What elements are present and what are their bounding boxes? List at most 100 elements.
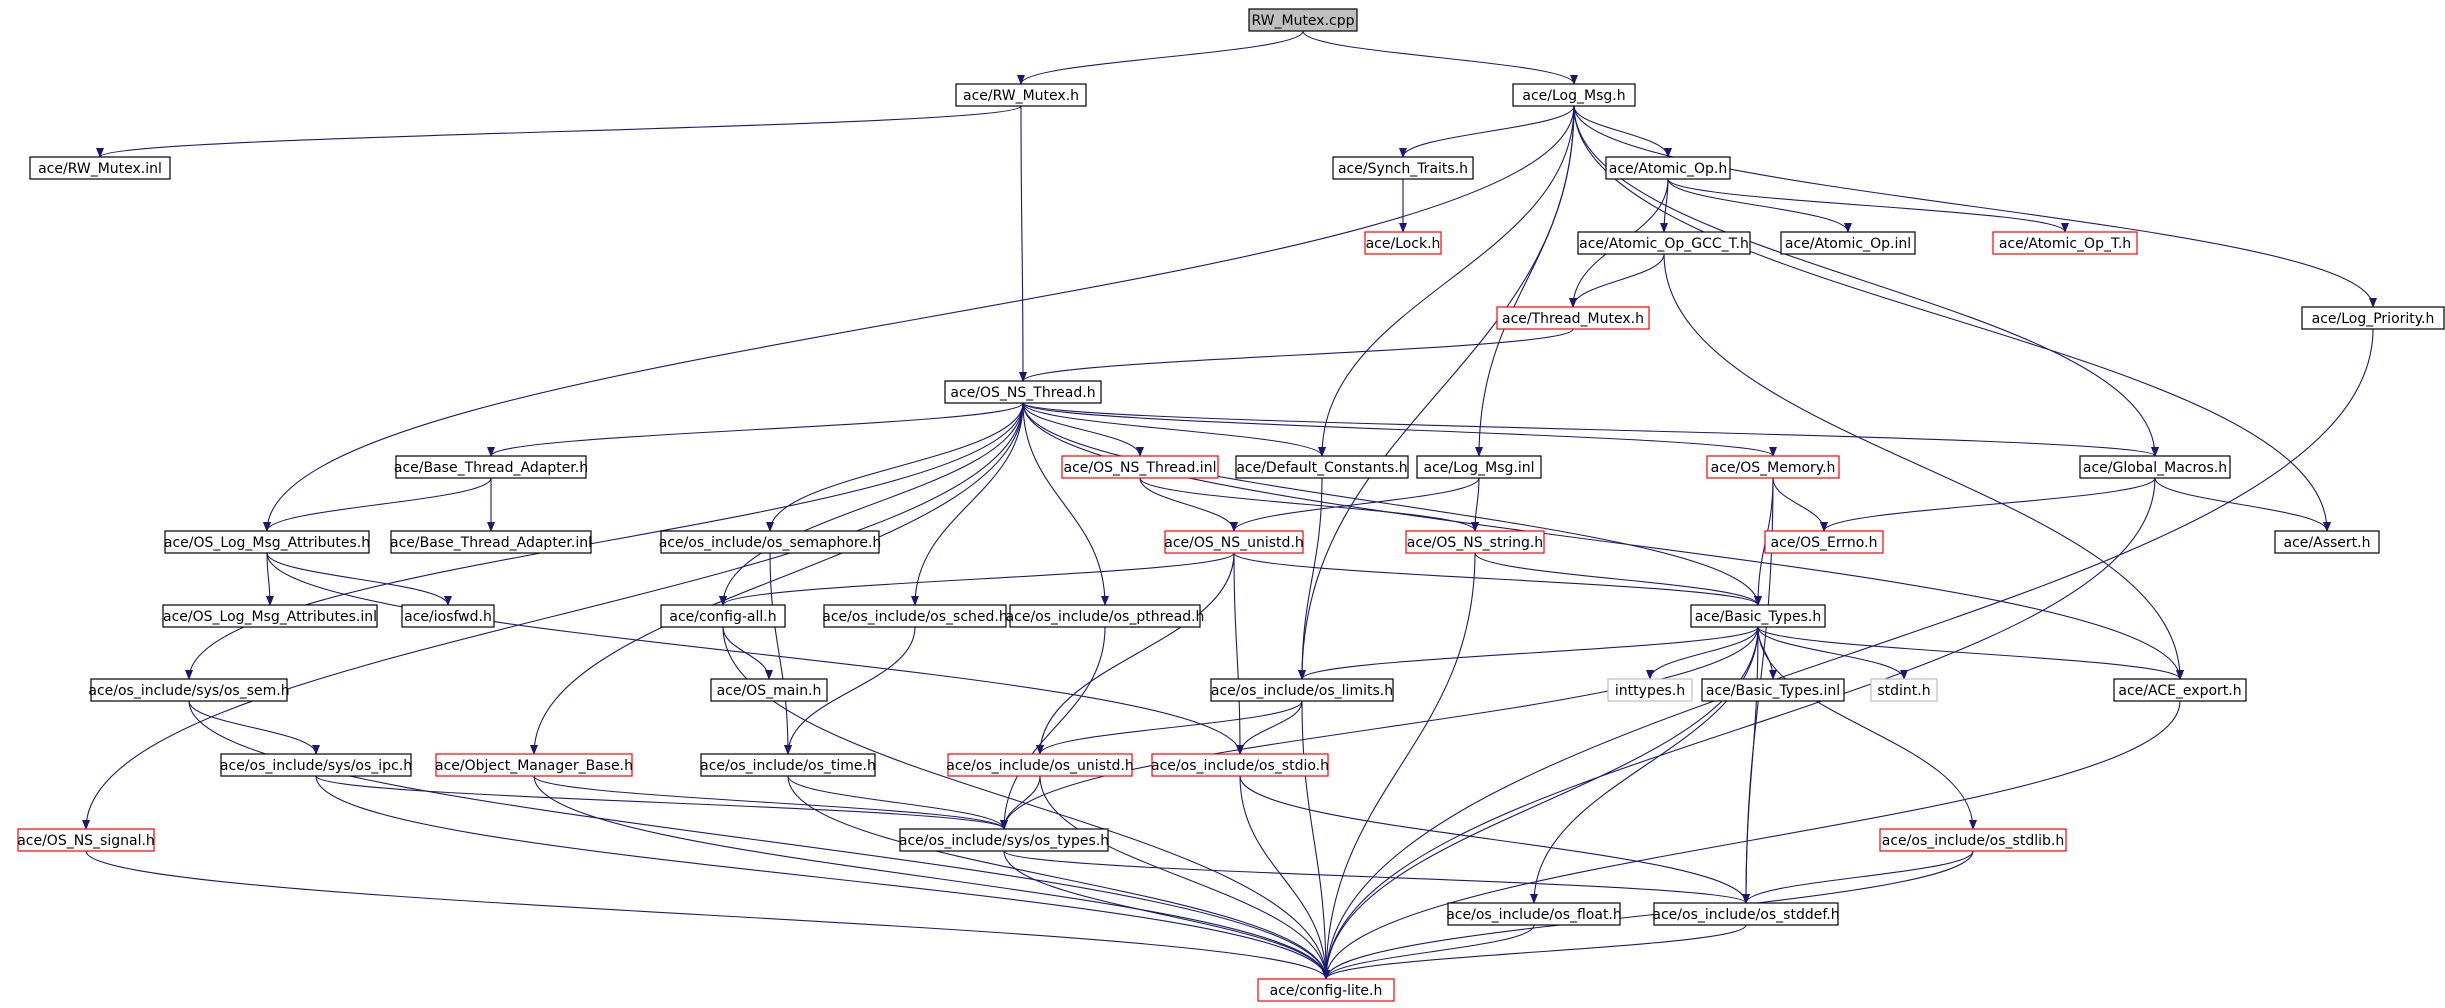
node-os-ns-unistd[interactable]: ace/OS_NS_unistd.h [1164,530,1304,554]
node-thread-mutex[interactable]: ace/Thread_Mutex.h [1496,306,1650,330]
node-box[interactable] [1257,978,1395,1002]
node-box[interactable] [2274,530,2380,554]
node-box[interactable] [1061,455,1219,479]
node-os-semaphore[interactable]: ace/os_include/os_semaphore.h [659,530,882,554]
node-box[interactable] [2113,678,2247,702]
node-box[interactable] [944,380,1102,404]
node-box[interactable] [401,604,495,628]
node-os-ipc[interactable]: ace/os_include/sys/os_ipc.h [220,753,412,777]
node-box[interactable] [1332,156,1474,180]
node-os-ns-thread-inl[interactable]: ace/OS_NS_Thread.inl [1061,455,1219,479]
node-os-memory[interactable]: ace/OS_Memory.h [1706,455,1840,479]
node-os-stdio[interactable]: ace/os_include/os_stdio.h [1151,753,1329,777]
node-os-unistd[interactable]: ace/os_include/os_unistd.h [946,753,1134,777]
node-box[interactable] [1364,231,1442,255]
node-rwmutex-inl[interactable]: ace/RW_Mutex.inl [29,156,171,180]
node-box[interactable] [17,828,155,852]
node-box[interactable] [1577,231,1751,255]
node-box[interactable] [2301,306,2445,330]
node-box[interactable] [660,530,880,554]
node-assert-h[interactable]: ace/Assert.h [2274,530,2380,554]
node-box[interactable] [29,156,171,180]
node-os-main[interactable]: ace/OS_main.h [710,678,828,702]
node-base-thread-adapter[interactable]: ace/Base_Thread_Adapter.h [394,455,588,479]
node-box[interactable] [1210,678,1394,702]
node-box[interactable] [1405,530,1545,554]
node-box[interactable] [1605,156,1731,180]
node-box[interactable] [435,753,633,777]
node-box[interactable] [1416,455,1542,479]
node-config-all[interactable]: ace/config-all.h [660,604,786,628]
node-box[interactable] [1701,678,1845,702]
node-os-ns-string[interactable]: ace/OS_NS_string.h [1405,530,1545,554]
node-ace-export[interactable]: ace/ACE_export.h [2113,678,2247,702]
node-rwmutex-h[interactable]: ace/RW_Mutex.h [955,83,1087,107]
node-box[interactable] [90,678,288,702]
node-box[interactable] [162,604,378,628]
node-base-thread-adapter-inl[interactable]: ace/Base_Thread_Adapter.inl [390,530,592,554]
node-box[interactable] [1607,678,1693,702]
node-os-ns-signal[interactable]: ace/OS_NS_signal.h [17,828,155,852]
node-box[interactable] [823,604,1007,628]
node-os-ns-thread[interactable]: ace/OS_NS_Thread.h [944,380,1102,404]
node-box[interactable] [700,753,876,777]
node-default-constants[interactable]: ace/Default_Constants.h [1235,455,1409,479]
node-os-types[interactable]: ace/os_include/sys/os_types.h [899,828,1109,852]
node-box[interactable] [660,604,786,628]
node-box[interactable] [899,828,1109,852]
node-box[interactable] [220,753,412,777]
node-iosfwd[interactable]: ace/iosfwd.h [401,604,495,628]
node-config-lite[interactable]: ace/config-lite.h [1257,978,1395,1002]
node-os-stddef[interactable]: ace/os_include/os_stddef.h [1652,902,1840,926]
node-box[interactable] [1780,231,1916,255]
node-os-sem[interactable]: ace/os_include/sys/os_sem.h [88,678,290,702]
node-atomic-op[interactable]: ace/Atomic_Op.h [1605,156,1731,180]
node-synch-traits[interactable]: ace/Synch_Traits.h [1332,156,1474,180]
node-box[interactable] [390,530,592,554]
node-box[interactable] [947,753,1133,777]
node-box[interactable] [2079,455,2231,479]
node-box[interactable] [710,678,828,702]
node-root[interactable]: RW_Mutex.cpp [1248,8,1358,32]
node-box[interactable] [1164,530,1304,554]
node-basic-types-inl[interactable]: ace/Basic_Types.inl [1701,678,1845,702]
node-os-log-msg-attr[interactable]: ace/OS_Log_Msg_Attributes.h [164,530,370,554]
node-box[interactable] [1151,753,1329,777]
node-os-float[interactable]: ace/os_include/os_float.h [1446,902,1622,926]
node-stdint[interactable]: stdint.h [1870,678,1938,702]
node-os-sched[interactable]: ace/os_include/os_sched.h [822,604,1008,628]
node-box[interactable] [1235,455,1409,479]
node-box[interactable] [1706,455,1840,479]
node-box[interactable] [1512,83,1636,107]
node-os-stdlib[interactable]: ace/os_include/os_stdlib.h [1879,828,2067,852]
node-box[interactable] [1653,902,1839,926]
node-log-priority[interactable]: ace/Log_Priority.h [2301,306,2445,330]
node-log-msg-inl[interactable]: ace/Log_Msg.inl [1416,455,1542,479]
node-os-log-msg-attr-inl[interactable]: ace/OS_Log_Msg_Attributes.inl [162,604,378,628]
node-box[interactable] [1009,604,1201,628]
node-atomic-t[interactable]: ace/Atomic_Op_T.h [1992,231,2138,255]
node-lock-h[interactable]: ace/Lock.h [1364,231,1442,255]
node-inttypes[interactable]: inttypes.h [1607,678,1693,702]
node-box[interactable] [1992,231,2138,255]
node-box[interactable] [1690,604,1826,628]
node-box[interactable] [955,83,1087,107]
node-atomic-gcc[interactable]: ace/Atomic_Op_GCC_T.h [1577,231,1751,255]
node-box[interactable] [1879,828,2067,852]
node-box[interactable] [1764,530,1884,554]
node-basic-types[interactable]: ace/Basic_Types.h [1690,604,1826,628]
node-global-macros[interactable]: ace/Global_Macros.h [2079,455,2231,479]
node-os-limits[interactable]: ace/os_include/os_limits.h [1210,678,1394,702]
node-box[interactable] [395,455,587,479]
node-os-pthread[interactable]: ace/os_include/os_pthread.h [1006,604,1205,628]
node-os-time[interactable]: ace/os_include/os_time.h [700,753,876,777]
node-box[interactable] [1447,902,1621,926]
node-object-manager-base[interactable]: ace/Object_Manager_Base.h [435,753,633,777]
node-box[interactable] [1248,8,1358,32]
node-box[interactable] [1496,306,1650,330]
node-atomic-inl[interactable]: ace/Atomic_Op.inl [1780,231,1916,255]
node-box[interactable] [1870,678,1938,702]
node-box[interactable] [164,530,370,554]
node-os-errno[interactable]: ace/OS_Errno.h [1764,530,1884,554]
node-logmsg-h[interactable]: ace/Log_Msg.h [1512,83,1636,107]
